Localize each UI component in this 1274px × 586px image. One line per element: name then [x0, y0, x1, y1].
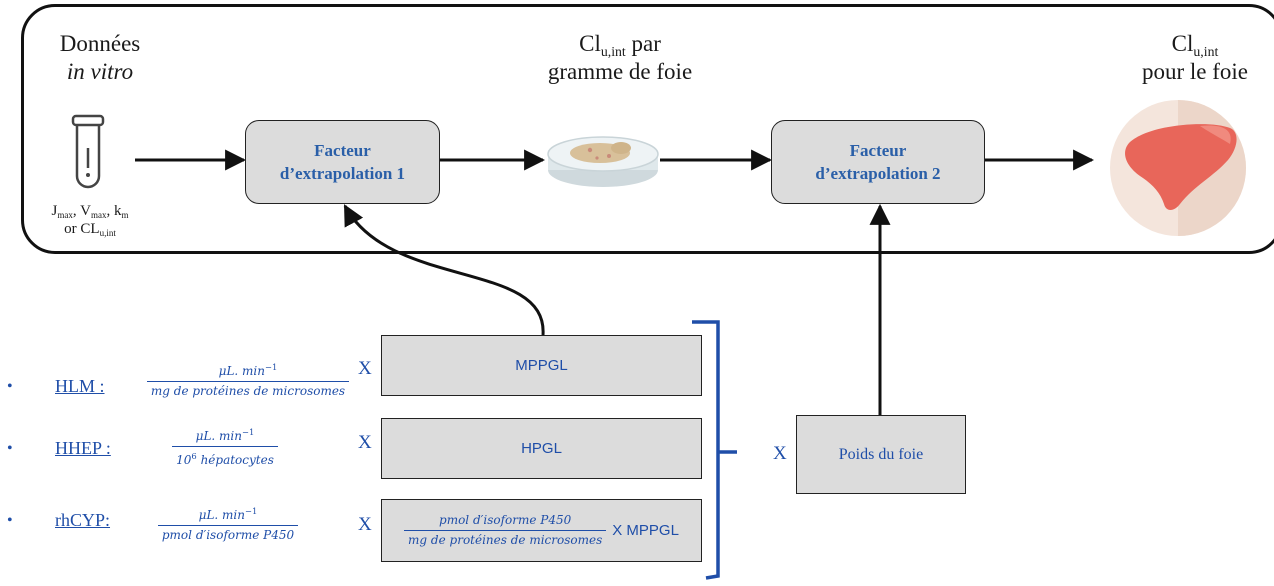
- header-cl-per-gram: Clu,int par gramme de foie: [547, 31, 693, 84]
- row-label-rhcyp: rhCYP:: [55, 510, 111, 530]
- multiply-sign: X: [358, 432, 372, 453]
- row-label-hhep: HHEP :: [55, 438, 111, 458]
- factor-extrapolation-1: Facteur d’extrapolation 1: [245, 120, 440, 204]
- bullet: •: [7, 440, 13, 457]
- bullet: •: [7, 378, 13, 395]
- workflow-panel: [21, 4, 1274, 254]
- curve-mppgl-to-factor1: [343, 204, 545, 336]
- box-poids-du-foie: Poids du foie: [796, 415, 966, 494]
- factor-extrapolation-2: Facteur d’extrapolation 2: [771, 120, 985, 204]
- test-tube-icon: [71, 114, 105, 189]
- header-donnees-line2: in vitro: [66, 59, 134, 84]
- bullet: •: [7, 512, 13, 529]
- row-label-hlm: HLM :: [55, 376, 105, 396]
- header-cl-liver: Clu,int pour le foie: [1141, 31, 1248, 84]
- brace: [692, 320, 737, 580]
- fraction-hhep: μL. min−1 106 hépatocytes: [150, 425, 300, 468]
- fraction-hlm: μL. min−1 mg de protéines de microsomes: [138, 360, 358, 399]
- box-rhcyp-factor: pmol d′isoforme P450 mg de protéines de …: [381, 499, 702, 562]
- header-donnees: Données in vitro: [40, 30, 160, 86]
- box-hpgl: HPGL: [381, 418, 702, 479]
- box-mppgl: MPPGL: [381, 335, 702, 396]
- multiply-sign: X: [773, 443, 787, 464]
- fraction-rhcyp-box: pmol d′isoforme P450 mg de protéines de …: [404, 513, 607, 548]
- header-donnees-line1: Données: [59, 31, 141, 56]
- petri-dish-icon: [547, 136, 659, 187]
- multiply-sign: X: [358, 358, 372, 379]
- liver-icon: [1110, 100, 1246, 236]
- multiply-sign: X: [358, 514, 372, 535]
- fraction-rhcyp: μL. min−1 pmol d′isoforme P450: [148, 504, 308, 543]
- tube-parameters: Jmax, Vmax, km or CLu,int: [51, 203, 129, 239]
